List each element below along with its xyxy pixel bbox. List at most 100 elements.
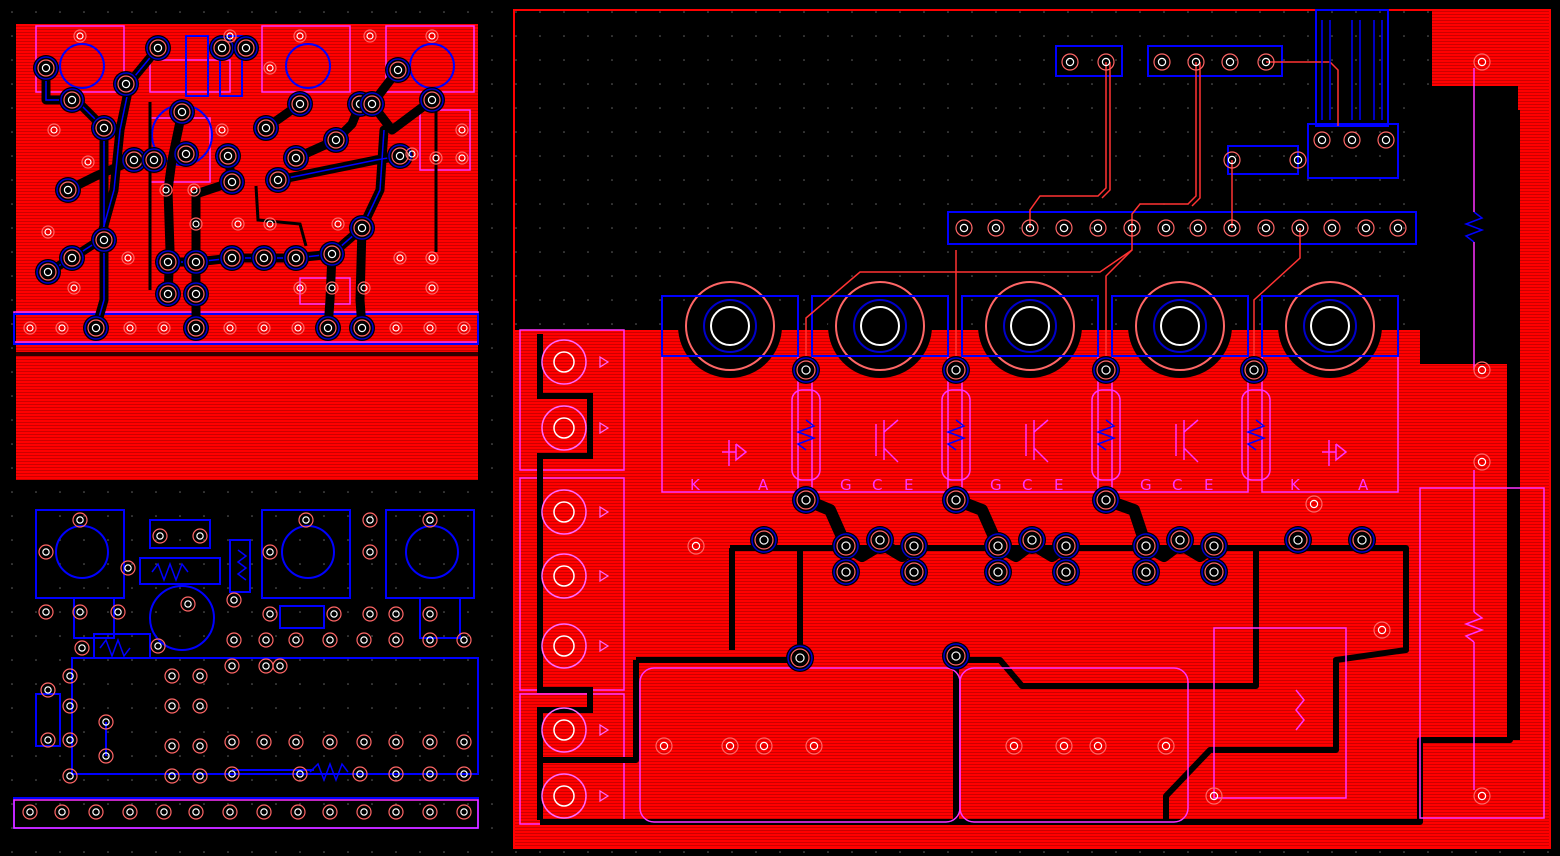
main-pad <box>1223 219 1241 237</box>
tl-pad <box>215 123 229 137</box>
bl-pad <box>322 804 338 820</box>
tl-pad <box>219 169 245 195</box>
main-pad <box>1257 53 1275 71</box>
main-pad <box>1052 558 1080 586</box>
main-pad <box>832 532 860 560</box>
bl-pad <box>456 734 472 750</box>
tl-pad <box>253 115 279 141</box>
bl-pad <box>192 768 208 784</box>
tl-pad <box>183 315 209 341</box>
bl-pad <box>54 804 70 820</box>
bottom-left-board <box>13 509 479 829</box>
tl-pad <box>47 123 61 137</box>
main-pad <box>1097 53 1115 71</box>
main-pad <box>1473 53 1491 71</box>
bl-pad <box>152 528 168 544</box>
bl-pad <box>262 544 278 560</box>
main-pad <box>1473 453 1491 471</box>
main-pad <box>1291 219 1309 237</box>
tl-pad <box>183 281 209 307</box>
tl-pad <box>315 315 341 341</box>
tl-pad <box>423 321 437 335</box>
main-pad <box>1187 53 1205 71</box>
tl-pad <box>123 321 137 335</box>
main-pad <box>984 532 1012 560</box>
bl-pad <box>192 528 208 544</box>
bl-pad <box>74 640 90 656</box>
main-pad <box>1018 526 1046 554</box>
tl-pad <box>145 35 171 61</box>
top-left-board <box>13 24 479 480</box>
bl-pad <box>222 804 238 820</box>
bl-pad <box>356 632 372 648</box>
tl-pad <box>265 167 291 193</box>
tl-pad <box>169 99 195 125</box>
main-pad <box>721 737 739 755</box>
main-pad <box>1089 737 1107 755</box>
main-pad <box>1343 131 1361 149</box>
main-pad <box>1123 219 1141 237</box>
bl-pad <box>456 804 472 820</box>
bl-pad <box>88 804 104 820</box>
tl-pad <box>455 151 469 165</box>
bl-pad <box>38 604 54 620</box>
tl-pad <box>91 227 117 253</box>
main-pad <box>1021 219 1039 237</box>
igbt-1-g-label: G <box>840 476 852 494</box>
main-pad <box>1092 486 1120 514</box>
main-pad <box>1389 219 1407 237</box>
bl-pad <box>362 544 378 560</box>
main-pad <box>1200 558 1228 586</box>
igbt-3-e-label: E <box>1204 476 1213 494</box>
tl-pad <box>187 183 201 197</box>
igbt-2-g-label: G <box>990 476 1002 494</box>
tl-pad <box>23 321 37 335</box>
bl-pad <box>322 734 338 750</box>
tl-pad <box>121 251 135 265</box>
diode-right-a-label: A <box>1358 476 1369 494</box>
tl-pad <box>73 29 87 43</box>
main-pad <box>1200 532 1228 560</box>
bl-pad <box>292 766 308 782</box>
main-pad <box>687 537 705 555</box>
bl-pad <box>224 734 240 750</box>
main-pad <box>1052 532 1080 560</box>
bl-pad <box>224 766 240 782</box>
main-pad <box>1373 621 1391 639</box>
tl-pad <box>67 281 81 295</box>
main-pad <box>987 219 1005 237</box>
diode-right-k-label: K <box>1290 476 1301 494</box>
mounting-hole <box>678 274 782 378</box>
bl-pad <box>192 738 208 754</box>
tl-pad <box>83 315 109 341</box>
main-pad <box>755 737 773 755</box>
main-pad <box>1132 532 1160 560</box>
main-pad <box>942 642 970 670</box>
tl-pad <box>215 143 241 169</box>
bl-pad <box>164 768 180 784</box>
bl-pad <box>362 606 378 622</box>
tl-pad <box>293 29 307 43</box>
igbt-1-c-label: C <box>872 476 882 494</box>
bl-pad <box>98 748 114 764</box>
main-pad <box>942 356 970 384</box>
bl-pad <box>192 698 208 714</box>
mounting-hole <box>828 274 932 378</box>
bl-pad <box>226 632 242 648</box>
main-pad <box>1377 131 1395 149</box>
tl-pad <box>323 127 349 153</box>
bl-pad <box>288 632 304 648</box>
tl-pad <box>393 251 407 265</box>
main-pad <box>1357 219 1375 237</box>
tl-pad <box>121 147 147 173</box>
terminal-screw <box>541 405 610 451</box>
diode-left-a-label: A <box>758 476 769 494</box>
bl-pad <box>422 606 438 622</box>
tl-pad <box>349 315 375 341</box>
bl-pad <box>422 734 438 750</box>
main-pad <box>1153 53 1171 71</box>
bl-pad <box>122 804 138 820</box>
main-pad <box>1221 53 1239 71</box>
main-pad <box>655 737 673 755</box>
bl-pad <box>352 766 368 782</box>
